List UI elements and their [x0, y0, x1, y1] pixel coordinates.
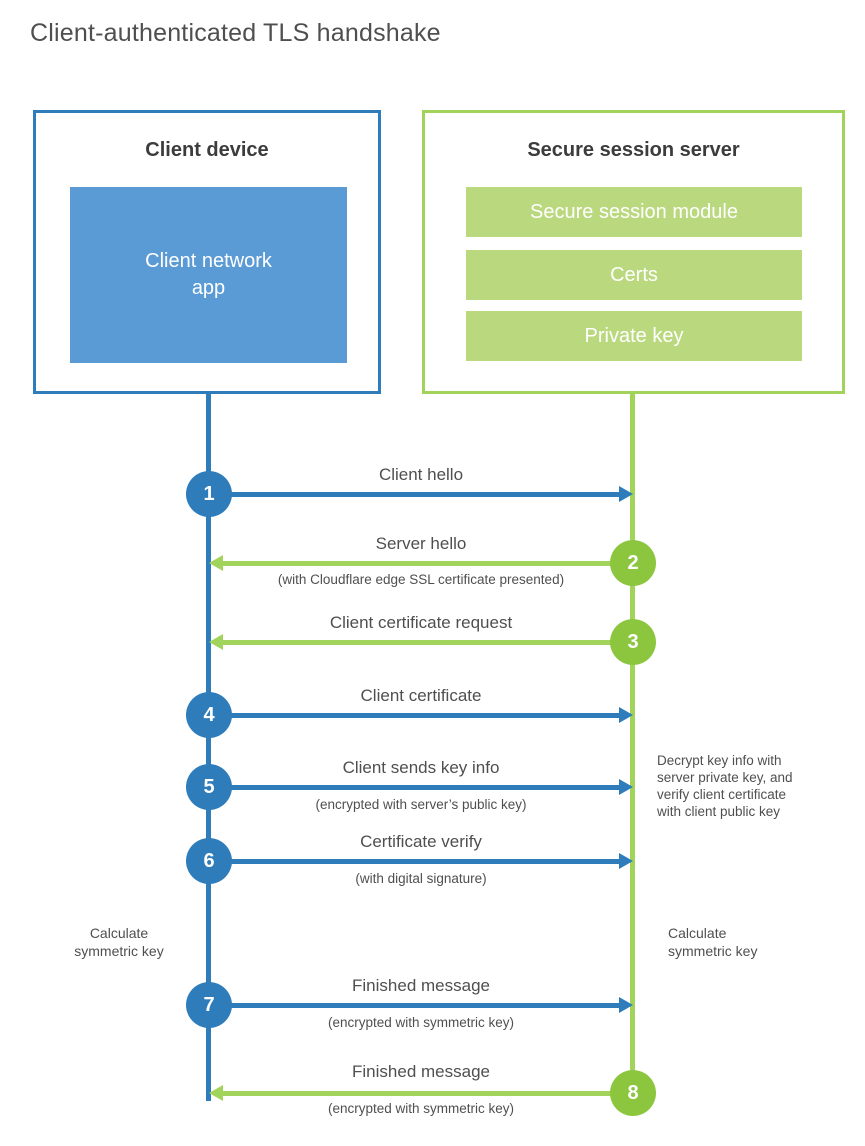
step-5-arrowhead-icon: [619, 779, 633, 795]
step-7-arrow-shaft: [209, 1003, 623, 1008]
step-6-arrow-shaft: [209, 859, 623, 864]
step-6-badge: 6: [186, 838, 232, 884]
step-3-arrowhead-icon: [209, 634, 223, 650]
page-title: Client-authenticated TLS handshake: [30, 19, 441, 47]
server-module-certs: Certs: [466, 250, 802, 300]
step-8-label: Finished message: [352, 1062, 490, 1081]
step-3-label: Client certificate request: [329, 613, 513, 632]
step-5-badge: 5: [186, 764, 232, 810]
step-4-arrow-shaft: [209, 713, 623, 718]
step-6-sublabel: (with digital signature): [355, 871, 487, 886]
step-2-sublabel: (with Cloudflare edge SSL certificate pr…: [277, 572, 565, 587]
step-8-sublabel: (encrypted with symmetric key): [327, 1101, 515, 1116]
step-1-arrowhead-icon: [619, 486, 633, 502]
step-6-arrowhead-icon: [619, 853, 633, 869]
step-3-arrow-shaft: [221, 640, 633, 645]
step-1-badge: 1: [186, 471, 232, 517]
client-device-box: Client device Client network app: [33, 110, 381, 394]
step-2-label: Server hello: [375, 534, 467, 553]
server-module-secure-session: Secure session module: [466, 187, 802, 237]
server-module-private-key: Private key: [466, 311, 802, 361]
server-lifeline: [630, 393, 635, 1093]
step-1-arrow-shaft: [209, 492, 623, 497]
client-calc-symmetric-key-note: Calculate symmetric key: [74, 925, 164, 959]
step-7-arrowhead-icon: [619, 997, 633, 1013]
step-1-label: Client hello: [378, 465, 464, 484]
step-7-sublabel: (encrypted with symmetric key): [327, 1015, 515, 1030]
step-3-badge: 3: [610, 619, 656, 665]
server-calc-symmetric-key-note: Calculate symmetric key: [668, 925, 758, 959]
secure-session-server-heading: Secure session server: [527, 139, 740, 161]
step-7-label: Finished message: [352, 976, 490, 995]
step-2-arrow-shaft: [221, 561, 633, 566]
secure-session-server-box: Secure session server Secure session mod…: [422, 110, 845, 394]
step-7-badge: 7: [186, 982, 232, 1028]
client-device-heading: Client device: [145, 139, 269, 161]
step-2-arrowhead-icon: [209, 555, 223, 571]
client-lifeline: [206, 393, 211, 1101]
step-5-label: Client sends key info: [342, 758, 500, 777]
step-8-arrowhead-icon: [209, 1085, 223, 1101]
step-8-arrow-shaft: [221, 1091, 633, 1096]
step-2-badge: 2: [610, 540, 656, 586]
client-network-app-box: Client network app: [70, 187, 347, 363]
step-5-sublabel: (encrypted with server’s public key): [315, 797, 527, 812]
step-4-arrowhead-icon: [619, 707, 633, 723]
step-8-badge: 8: [610, 1070, 656, 1116]
step-5-arrow-shaft: [209, 785, 623, 790]
step-6-label: Certificate verify: [360, 832, 482, 851]
server-decrypt-note: Decrypt key info with server private key…: [657, 753, 793, 819]
step-4-badge: 4: [186, 692, 232, 738]
step-4-label: Client certificate: [360, 686, 482, 705]
